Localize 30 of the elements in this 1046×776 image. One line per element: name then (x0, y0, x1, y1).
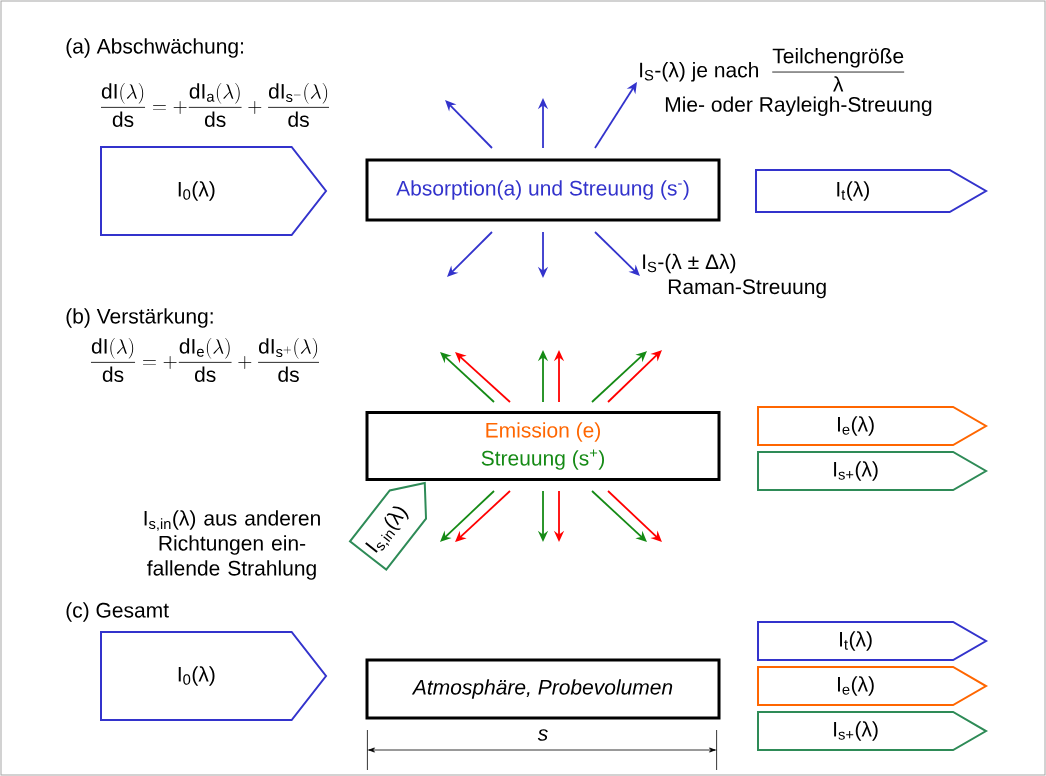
arrow-box: I$_{t}$(λ) (755, 169, 988, 213)
arrow (607, 350, 662, 403)
arrow-box: I$_{e}$(λ) (757, 666, 988, 706)
arrow (594, 82, 637, 149)
arrow (455, 352, 511, 403)
arrow-box: I$_{t}$(λ) (757, 621, 988, 661)
process-box: Emission (e) Streuung (s$^{+}$) (365, 411, 721, 481)
equation: $\frac{\mathsf{dI}(\lambda)}{\mathsf{ds}}=+\frac{\mathsf{dI_a}(\lambda)}{\mathsf{ds}}+\frac{\mathsf{dI_{s^-}}(\lambda)}{\mathsf{ds}}$ (101, 83, 329, 127)
arrow (447, 231, 493, 277)
heading: (a) Abschwächung: (66, 38, 243, 58)
arrow (440, 490, 495, 542)
arrow (607, 490, 662, 542)
arrow-box: I$_{0}$(λ) (100, 631, 328, 721)
process-box: Absorption(a) und Streuung (s$^{-}$) (365, 158, 721, 222)
arrow (594, 231, 640, 276)
process-box: Atmosphäre, Probevolumen (365, 658, 721, 720)
arrow-box: I$_{s+}$(λ) (757, 711, 988, 751)
arrow (455, 490, 511, 542)
annotation-text: I$_{s,in}$(λ) aus anderen Richtungen ein-fallende Strahlung (144, 510, 320, 580)
arrow (445, 100, 493, 149)
equation: $\frac{\mathsf{dI}(\lambda)}{\mathsf{ds}}=+\frac{\mathsf{dI_e}(\lambda)}{\mathsf{ds}}+\frac{\mathsf{dI_{s^+}}(\lambda)}{\mathsf{ds}}$ (91, 338, 319, 382)
arrow (440, 352, 495, 403)
arrow (591, 351, 647, 403)
arrow (591, 490, 647, 542)
heading: (b) Verstärkung: (66, 308, 213, 328)
annotation-text: I$_{S}$-(λ ± Δλ) Raman-Streuung (643, 253, 826, 299)
arrow-box: I$_{0}$(λ) (100, 146, 328, 236)
arrow-box: I$_{s+}$(λ) (757, 451, 988, 491)
arrow-box: I$_{e}$(λ) (757, 406, 988, 446)
heading: (c) Gesamt (66, 602, 169, 622)
